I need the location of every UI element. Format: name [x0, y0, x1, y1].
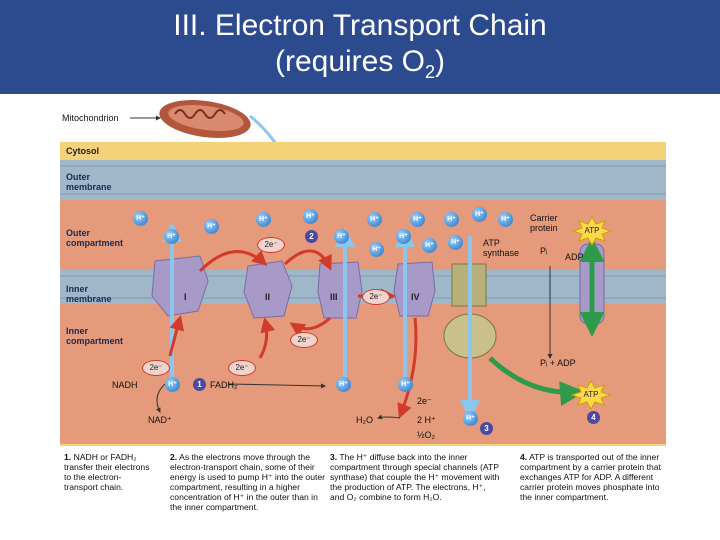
caption-3: 3. The H⁺ diffuse back into the inner co… [330, 452, 500, 502]
half-o2-label: ½O₂ [417, 430, 435, 440]
adp-label: ADP [565, 252, 584, 262]
outer-membrane-band [60, 160, 666, 200]
caption-2: 2. As the electrons move through the ele… [170, 452, 326, 512]
h-ion: H⁺ [396, 229, 411, 244]
caption-1: 1. NADH or FADH₂ transfer their electron… [64, 452, 150, 492]
slide-title-bar: III. Electron Transport Chain (requires … [0, 0, 720, 94]
mitochondrion-label: Mitochondrion [62, 113, 119, 123]
cytosol-band [60, 142, 666, 160]
electron-pair: 2e⁻ [228, 360, 256, 376]
h-ion: H⁺ [336, 377, 351, 392]
step-number: 1 [193, 378, 206, 391]
h-ion: H⁺ [164, 229, 179, 244]
electron-pair: 2e⁻ [290, 332, 318, 348]
h-ion: H⁺ [133, 211, 148, 226]
h-ion: H⁺ [334, 229, 349, 244]
step-number: 3 [480, 422, 493, 435]
h-ion: H⁺ [303, 209, 318, 224]
slide-title: III. Electron Transport Chain [173, 9, 547, 42]
step-number: 2 [305, 230, 318, 243]
electron-pair: 2e⁻ [257, 237, 285, 253]
complex-2-label: II [265, 292, 271, 302]
slide-subtitle: (requires O2) [274, 45, 446, 82]
h-ion: H⁺ [165, 377, 180, 392]
two-h-label: 2 H⁺ [417, 415, 436, 425]
h-ion: H⁺ [256, 212, 271, 227]
complex-2-shape [243, 260, 293, 319]
outer-compartment-band [60, 200, 666, 270]
fadh2-label: FADH₂ [210, 380, 238, 390]
nadh-label: NADH [112, 380, 138, 390]
complex-4-shape [393, 261, 436, 317]
h-ion: H⁺ [204, 219, 219, 234]
complex-4-label: IV [411, 292, 420, 302]
pi-label: Pᵢ [540, 246, 548, 256]
cytosol-label: Cytosol [66, 146, 100, 156]
mitochondrion-icon [159, 100, 251, 138]
complex-3-shape [317, 261, 363, 319]
h-ion: H⁺ [463, 411, 478, 426]
electron-pair: 2e⁻ [142, 360, 170, 376]
h-ion: H⁺ [498, 212, 513, 227]
h-ion: H⁺ [448, 235, 463, 250]
h-ion: H⁺ [410, 212, 425, 227]
complex-1-label: I [184, 292, 187, 302]
h-ion: H⁺ [398, 377, 413, 392]
step-number: 4 [587, 411, 600, 424]
h-ion: H⁺ [472, 207, 487, 222]
nad-label: NAD⁺ [148, 415, 172, 425]
electron-pair: 2e⁻ [362, 289, 390, 305]
h-ion: H⁺ [369, 242, 384, 257]
atp-starburst-bottom: ATP [571, 380, 611, 410]
two-e-label: 2e⁻ [417, 396, 432, 406]
h-ion: H⁺ [367, 212, 382, 227]
pi-adp-label: Pᵢ + ADP [540, 358, 576, 368]
atp-starburst-top: ATP [572, 216, 612, 246]
h-ion: H⁺ [444, 212, 459, 227]
h2o-label: H₂O [356, 415, 373, 425]
complex-1-shape [151, 255, 209, 317]
h-ion: H⁺ [422, 238, 437, 253]
complex-3-label: III [330, 292, 338, 302]
caption-4: 4. ATP is transported out of the inner c… [520, 452, 661, 502]
